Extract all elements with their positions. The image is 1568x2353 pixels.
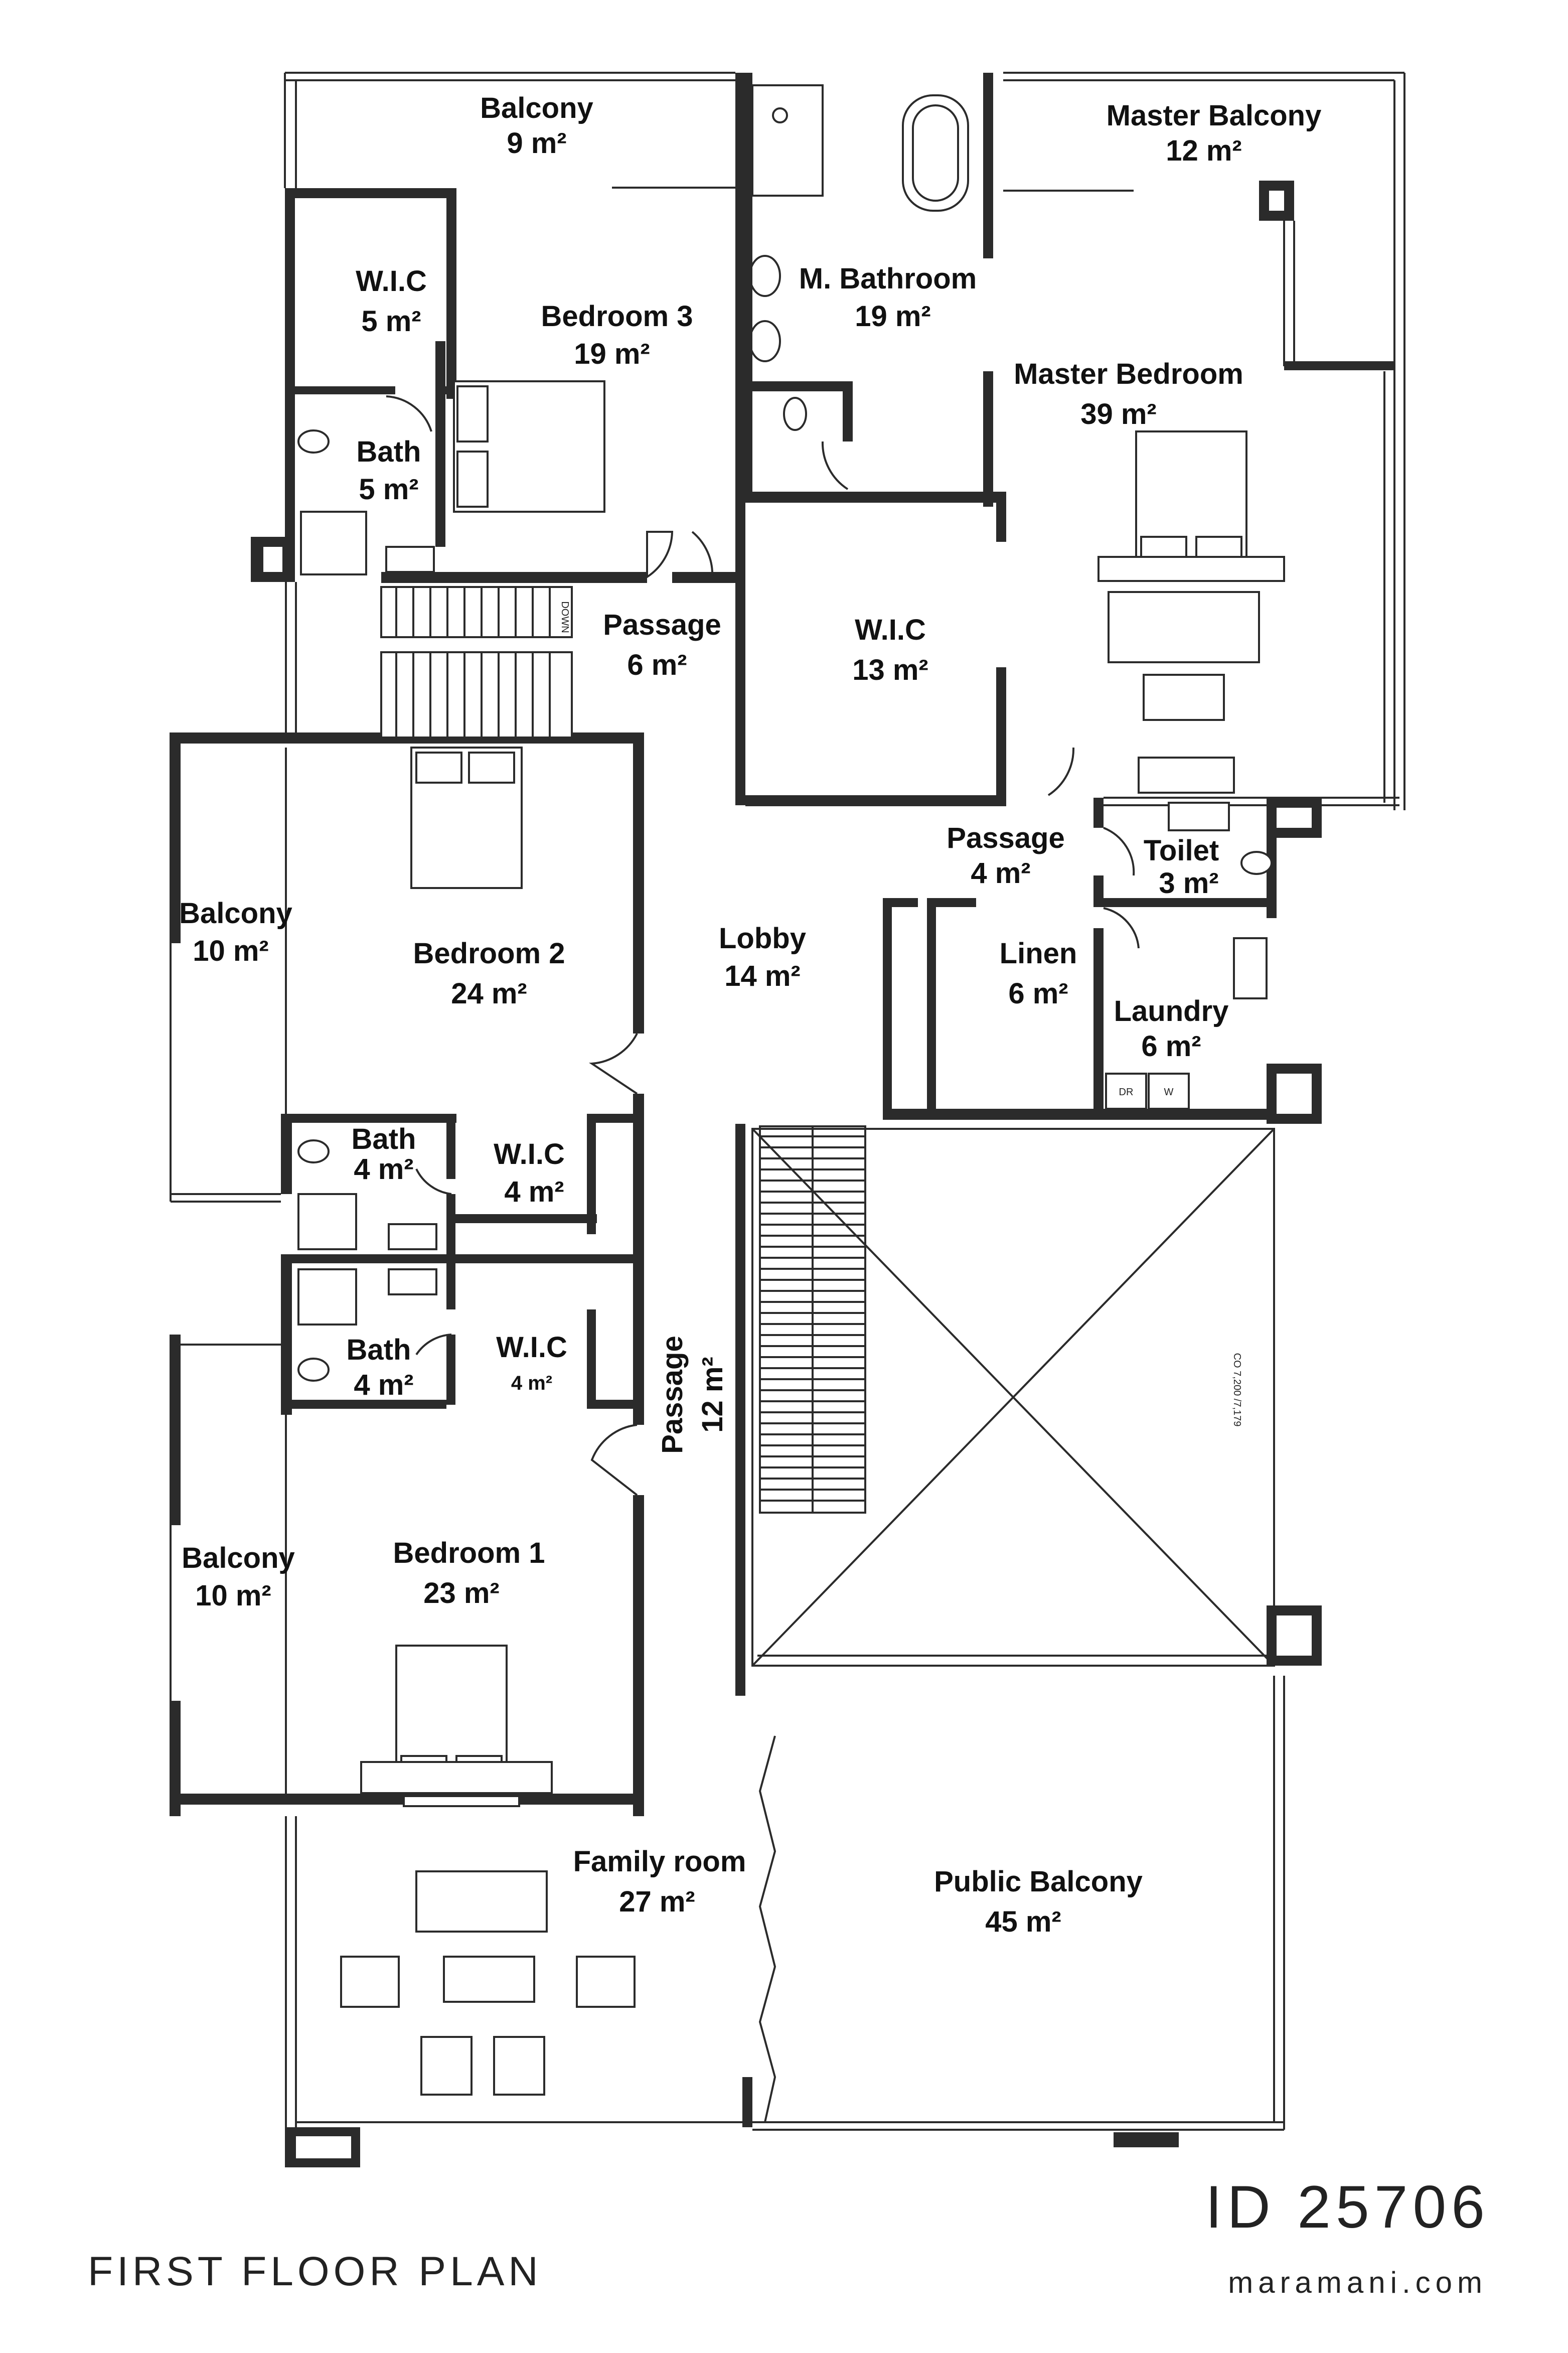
armchair-icon [340,1956,400,2008]
plan-id: ID 25706 [1205,2173,1490,2241]
room-area-passage-top: 6 m² [627,649,687,681]
room-name-passage-small: Passage [947,822,1064,854]
room-area-linen: 6 m² [1008,977,1068,1010]
laundry-sink [1233,937,1268,999]
room-area-bath-bed2: 4 m² [354,1153,413,1186]
sink-icon [388,1223,437,1250]
room-name-public-balcony: Public Balcony [934,1865,1143,1898]
room-name-balcony-bed1: Balcony [182,1542,295,1574]
tv-unit [1138,757,1235,794]
room-area-bedroom3: 19 m² [574,338,650,370]
stair-void: CO 7,200 /7,179 [751,1128,1275,1667]
armchair-icon [493,2036,545,2096]
plan-title: FIRST FLOOR PLAN [88,2249,542,2294]
sofa-icon [1108,591,1260,663]
dryer-label: DR [1119,1087,1134,1098]
room-area-bath-bed1: 4 m² [354,1369,413,1401]
railings [170,72,1405,2131]
room-area-wic-master: 13 m² [852,654,928,686]
toilet-icon [1240,851,1273,875]
website: maramani.com [1228,2266,1487,2299]
room-name-wic-master: W.I.C [855,614,926,646]
room-area-balcony-top: 9 m² [507,127,566,160]
coffee-table [443,1956,535,2003]
tv-unit [403,1795,520,1807]
bathtub [902,94,969,212]
room-area-master-bedroom: 39 m² [1080,398,1157,430]
armchair-icon [576,1956,636,2008]
door-swings [386,395,1140,1496]
room-name-master-bedroom: Master Bedroom [1014,358,1243,390]
room-area-master-balcony: 12 m² [1166,134,1242,167]
room-area-public-balcony: 45 m² [985,1905,1061,1938]
sink-icon [388,1268,437,1295]
sink-icon [1168,802,1230,831]
fixtures: DR W [297,84,1285,2096]
sofa-icon [415,1870,548,1933]
stair-down-label: DOWN [559,601,570,633]
room-name-wic-bed1: W.I.C [496,1331,567,1364]
room-name-lobby: Lobby [719,922,806,955]
toilet-icon [783,397,807,431]
room-name-bath-bed2: Bath [352,1123,416,1155]
room-name-wic-bed2: W.I.C [494,1138,565,1170]
washer-label: W [1164,1087,1174,1098]
room-name-passage-long: Passage [656,1336,689,1453]
room-name-bath-bed1: Bath [347,1334,411,1366]
washer [1148,1073,1190,1110]
room-name-wic-bed3: W.I.C [356,265,427,298]
room-name-bedroom1: Bedroom 1 [393,1537,545,1569]
room-area-bedroom2: 24 m² [451,977,527,1010]
room-name-linen: Linen [1000,937,1077,970]
walls [170,73,1394,2167]
sink-icon [749,255,781,297]
room-area-bedroom1: 23 m² [423,1577,500,1609]
room-name-family-room: Family room [573,1845,746,1878]
room-area-family-room: 27 m² [619,1885,695,1918]
toilet-icon [297,1139,330,1163]
room-area-passage-long: 12 m² [696,1357,729,1433]
room-labels: Balcony 9 m² Master Balcony 12 m² W.I.C … [179,92,1321,1938]
room-area-wic-bed3: 5 m² [361,305,421,338]
room-name-balcony-top: Balcony [480,92,593,124]
main-staircase [759,1125,866,1514]
shower-tray [751,84,824,197]
room-name-bedroom3: Bedroom 3 [541,300,693,333]
room-area-laundry: 6 m² [1141,1030,1201,1063]
dryer [1105,1073,1147,1110]
room-area-m-bathroom: 19 m² [855,300,931,333]
shower-tray [300,511,367,575]
room-name-m-bathroom: M. Bathroom [799,262,977,295]
footer: FIRST FLOOR PLAN ID 25706 maramani.com [88,2173,1490,2299]
room-area-balcony-bed2: 10 m² [193,935,269,967]
sink-icon [385,546,435,573]
room-name-bedroom2: Bedroom 2 [413,937,565,970]
room-name-passage-top: Passage [603,609,721,641]
room-area-toilet: 3 m² [1159,867,1218,900]
sink-icon [749,320,781,362]
room-area-balcony-bed1: 10 m² [195,1579,271,1612]
room-area-wic-bed2: 4 m² [504,1175,564,1208]
room-name-balcony-bed2: Balcony [179,897,292,930]
room-area-bath-bed3: 5 m² [359,473,418,506]
toilet-icon [297,429,330,454]
room-name-laundry: Laundry [1114,995,1229,1027]
shower-tray [297,1193,357,1250]
room-name-toilet: Toilet [1144,834,1219,867]
room-area-passage-small: 4 m² [971,857,1030,890]
shower-tray [297,1268,357,1326]
room-area-lobby: 14 m² [724,960,801,992]
coffee-table [1143,674,1225,721]
room-area-wic-bed1: 4 m² [511,1372,552,1394]
toilet-icon [297,1358,330,1382]
room-name-master-balcony: Master Balcony [1107,99,1322,132]
staircase-top: DOWN [380,586,573,739]
armchair-icon [420,2036,473,2096]
void-note: CO 7,200 /7,179 [1231,1353,1242,1427]
room-name-bath-bed3: Bath [357,435,421,468]
